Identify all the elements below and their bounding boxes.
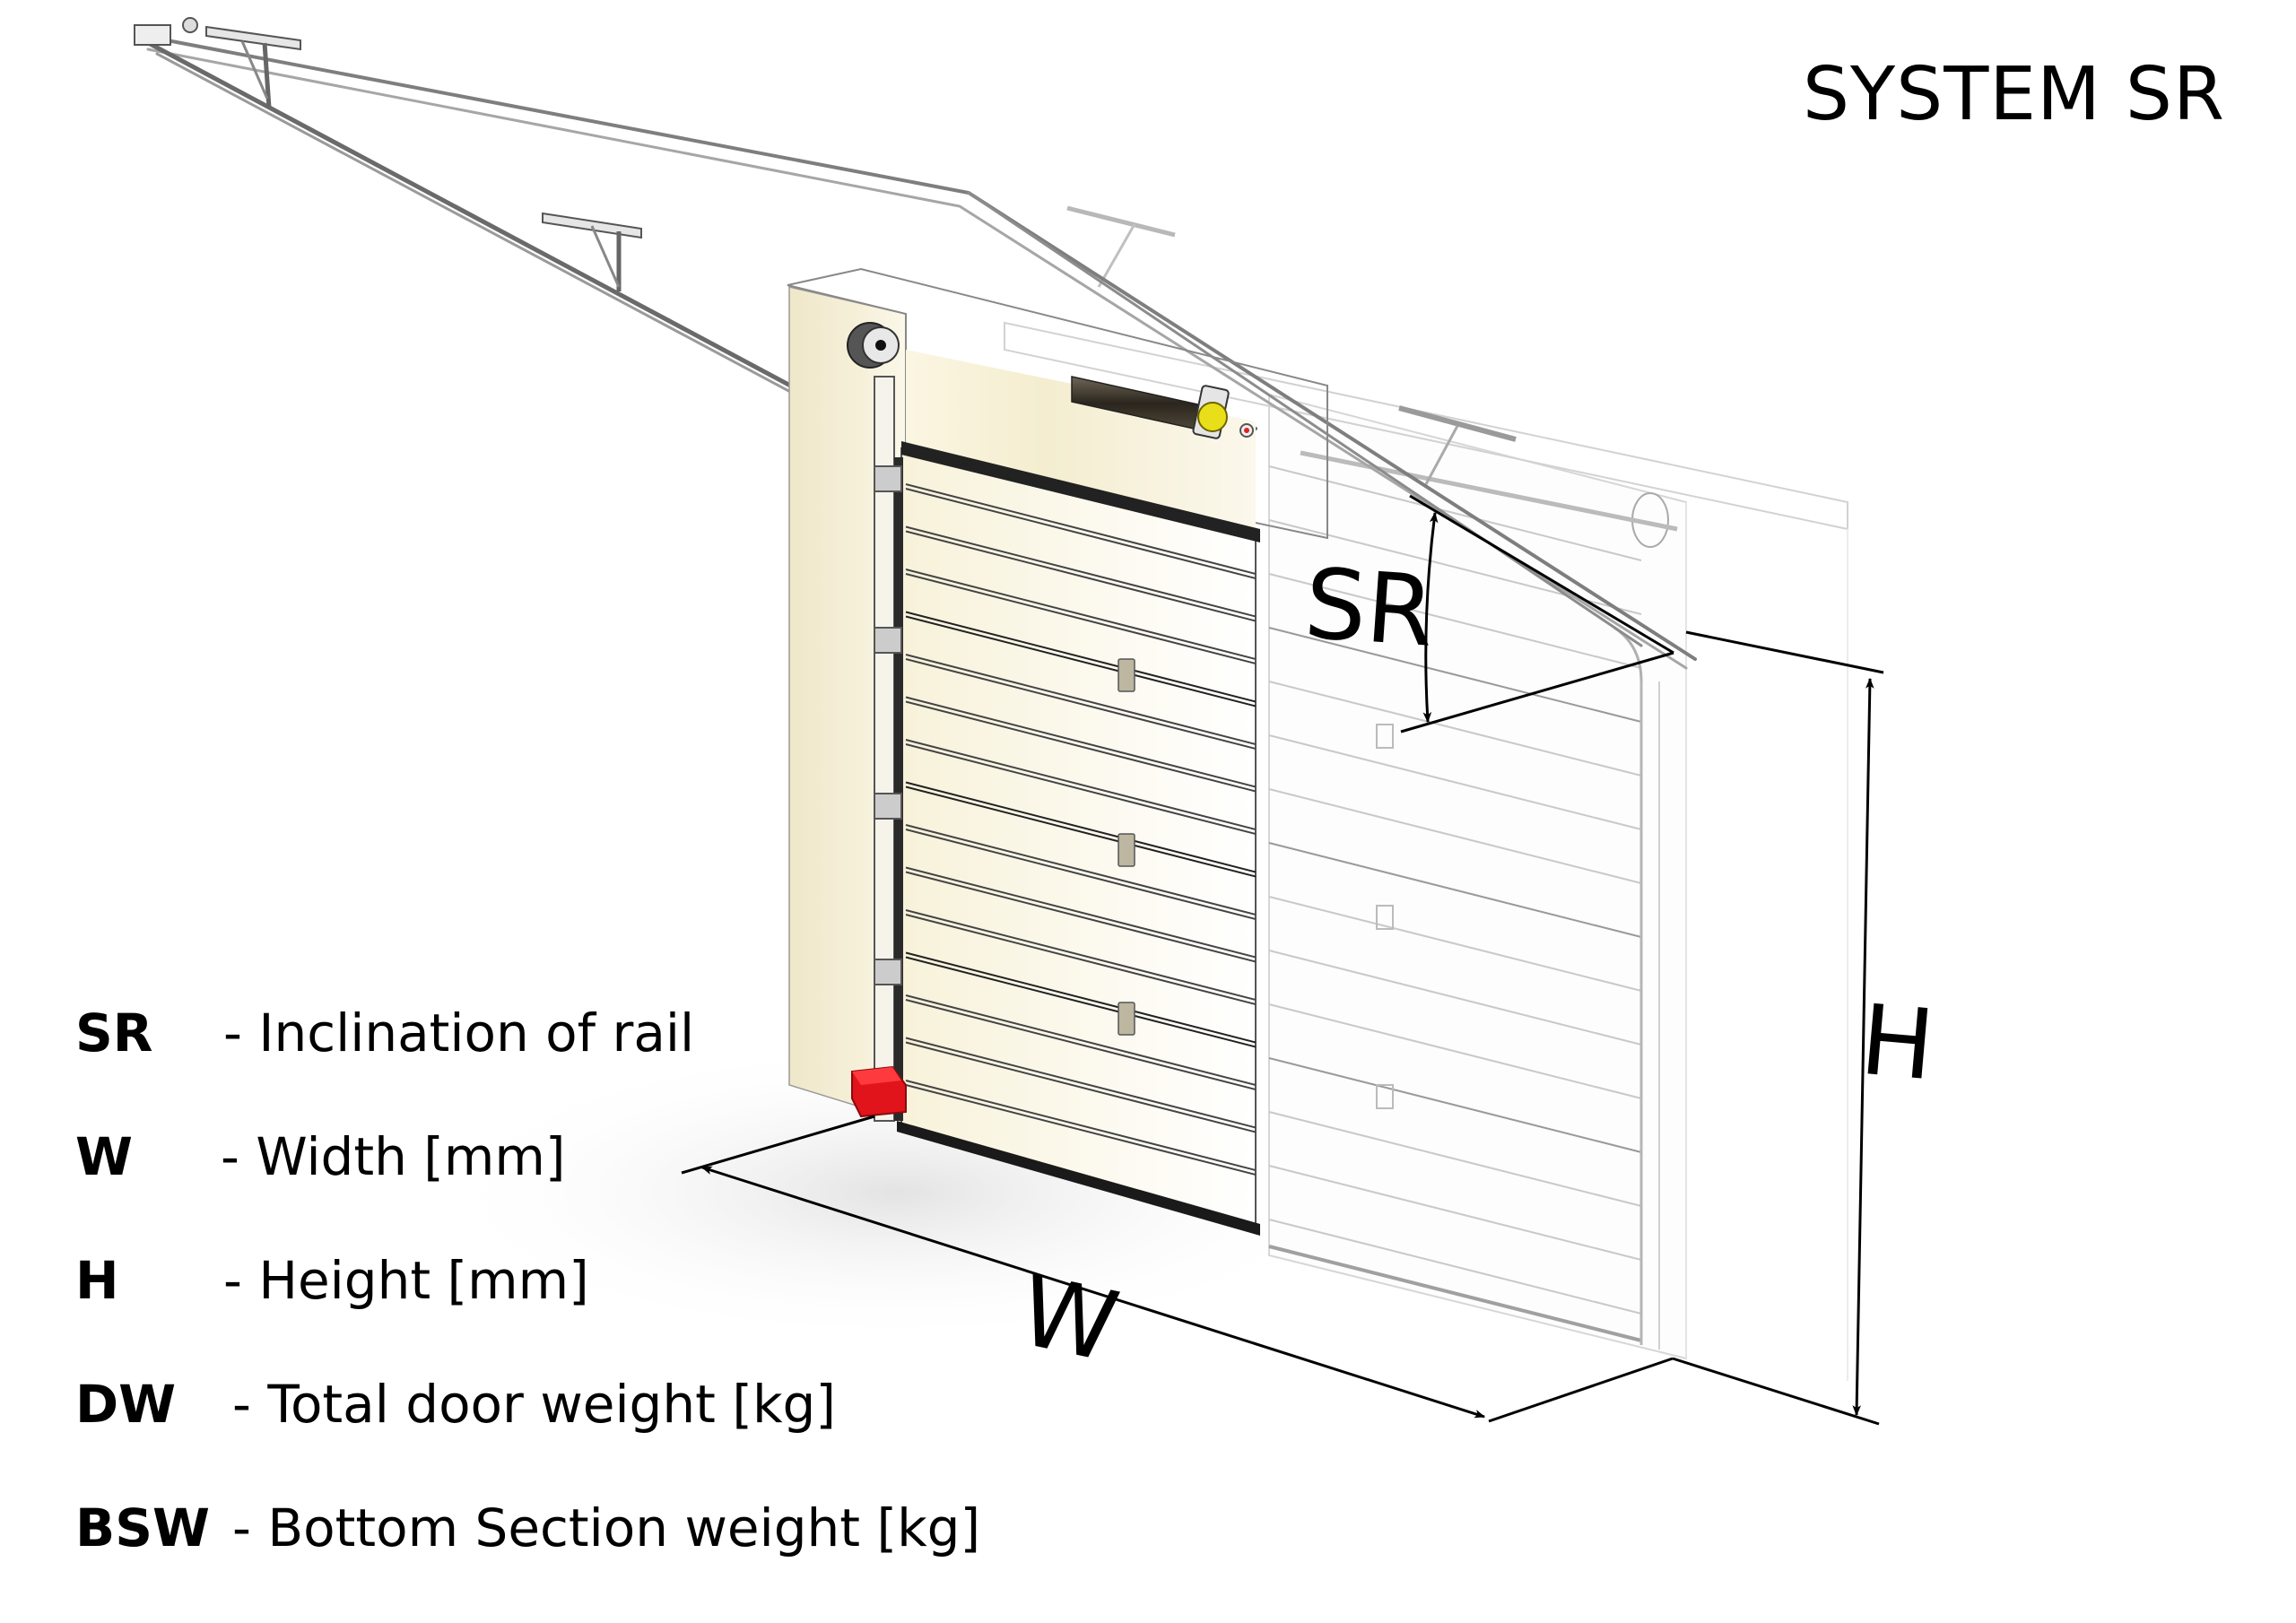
h-extension-bottom <box>1672 1357 1880 1426</box>
sr-angle-arc <box>1422 511 1439 724</box>
door-groove-line <box>905 956 1257 1048</box>
door-groove-line <box>905 909 1257 1001</box>
door-groove-line <box>905 824 1257 916</box>
sr-rail-line <box>1409 494 1674 655</box>
sr-dimension-label: SR <box>1300 548 1438 669</box>
door-groove-line <box>905 483 1257 575</box>
door-groove-line <box>905 739 1257 830</box>
h-dimension-label: H <box>1856 984 1939 1103</box>
w-dimension-label: W <box>1010 1254 1127 1384</box>
torsion-spring <box>1071 376 1254 439</box>
ceiling-bracket-top-left <box>134 17 301 108</box>
legend-desc: - Height [mm] <box>223 1250 589 1311</box>
door-grooves <box>905 483 1257 1176</box>
door-groove-line <box>905 951 1257 1044</box>
header-box-outline <box>787 267 1328 540</box>
door-groove-line <box>905 1041 1257 1133</box>
legend-desc: - Inclination of rail <box>223 1002 695 1063</box>
legend-abbr: BSW <box>75 1497 210 1558</box>
door-groove-line <box>905 1084 1257 1176</box>
legend-abbr: W <box>75 1126 133 1187</box>
h-dimension-arrow <box>1852 677 1874 1417</box>
sr-base-line <box>1400 651 1674 733</box>
vertical-track-left <box>874 376 903 1122</box>
bottom-bracket-red <box>851 1065 907 1118</box>
door-groove-line <box>905 488 1257 579</box>
dimension-lines <box>681 494 1884 1426</box>
legend-desc: - Total door weight [kg] <box>232 1374 836 1435</box>
door-groove-line <box>905 700 1257 793</box>
spring-drum <box>847 322 900 369</box>
door-groove-line <box>905 615 1257 707</box>
top-seal <box>901 441 1260 542</box>
legend-abbr: SR <box>75 1002 153 1063</box>
door-groove-line <box>905 611 1257 703</box>
door-groove-line <box>905 1037 1257 1129</box>
door-groove-line <box>905 658 1257 750</box>
header-panel <box>906 350 1256 538</box>
door-groove-line <box>905 654 1257 745</box>
door-groove-line <box>905 696 1257 788</box>
door-groove-line <box>905 525 1257 618</box>
w-dimension-arrow <box>700 1166 1486 1419</box>
page-title: SYSTEM SR <box>1803 52 2225 137</box>
door-groove-line <box>905 568 1257 660</box>
h-extension-top <box>1685 630 1884 674</box>
door-groove-line <box>905 914 1257 1005</box>
legend-abbr: DW <box>75 1374 177 1435</box>
door-hinges <box>1118 658 1135 1036</box>
legend-desc: - Width [mm] <box>221 1126 566 1187</box>
legend-abbr: H <box>75 1250 119 1311</box>
door-groove-line <box>905 994 1257 1086</box>
door-groove-line <box>905 785 1257 878</box>
w-extension-right <box>1488 1357 1674 1423</box>
door-groove-line <box>905 866 1257 959</box>
door-groove-line <box>905 781 1257 873</box>
door-groove-line <box>905 1080 1257 1171</box>
w-extension-left <box>681 1115 875 1175</box>
legend-desc: - Bottom Section weight [kg] <box>232 1497 981 1558</box>
door-groove-line <box>905 829 1257 920</box>
ghost-door-right <box>1004 205 1848 1381</box>
door-groove-line <box>905 743 1257 835</box>
spring-winding-cone <box>1197 402 1228 432</box>
ceiling-bracket-middle <box>542 212 642 291</box>
door-groove-line <box>905 573 1257 664</box>
door-groove-line <box>905 999 1257 1090</box>
door-groove-line <box>905 871 1257 963</box>
door-groove-line <box>905 530 1257 622</box>
